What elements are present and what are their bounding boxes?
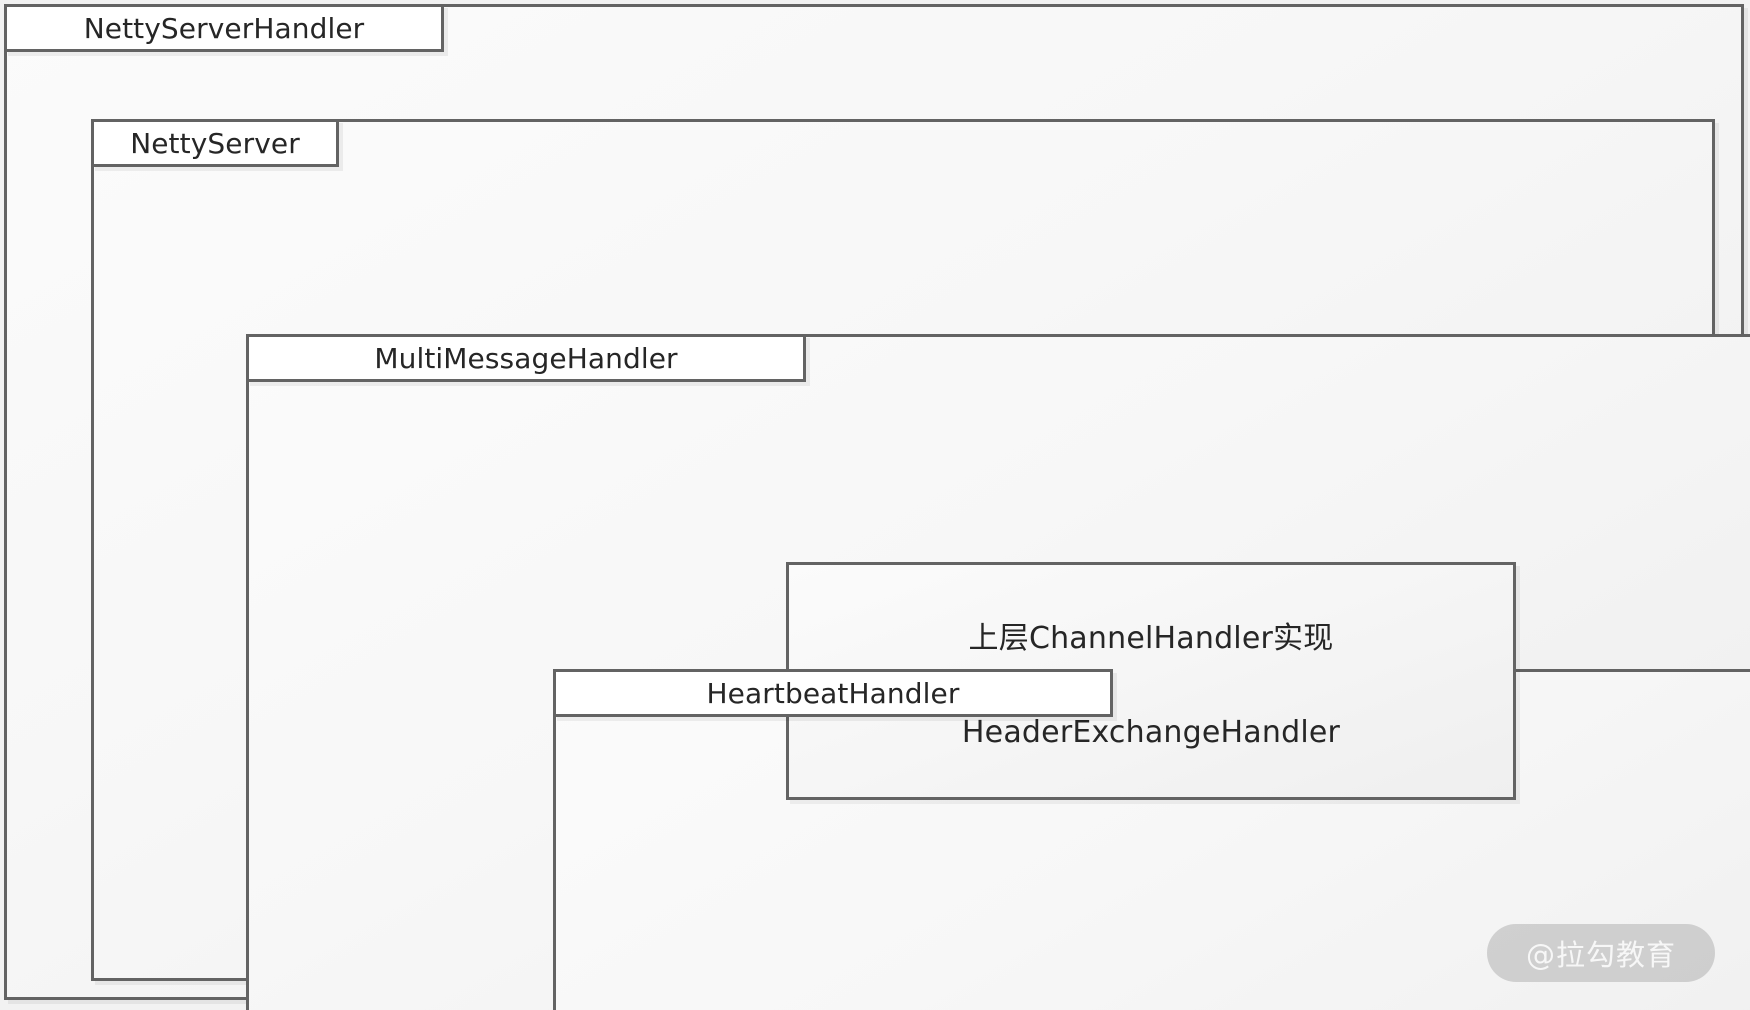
package-label-netty-server-handler: NettyServerHandler	[4, 4, 444, 52]
inner-panel-channel-handler-impl: 上层ChannelHandler实现 HeaderExchangeHandler	[786, 562, 1516, 800]
package-box-netty-server: NettyServer MultiMessageHandler Heartbea…	[91, 119, 1750, 1010]
package-box-multi-message-handler: MultiMessageHandler HeartbeatHandler All…	[246, 334, 1750, 1010]
inner-panel-line-header-exchange-handler: HeaderExchangeHandler	[961, 714, 1341, 750]
package-box-netty-server-handler: NettyServerHandler NettyServer MultiMess…	[4, 4, 1750, 1010]
inner-panel-line-upper-channel-handler: 上层ChannelHandler实现	[968, 620, 1334, 656]
package-label-netty-server: NettyServer	[91, 119, 339, 167]
package-label-heartbeat-handler: HeartbeatHandler	[553, 669, 1113, 717]
package-label-multi-message-handler: MultiMessageHandler	[246, 334, 806, 382]
